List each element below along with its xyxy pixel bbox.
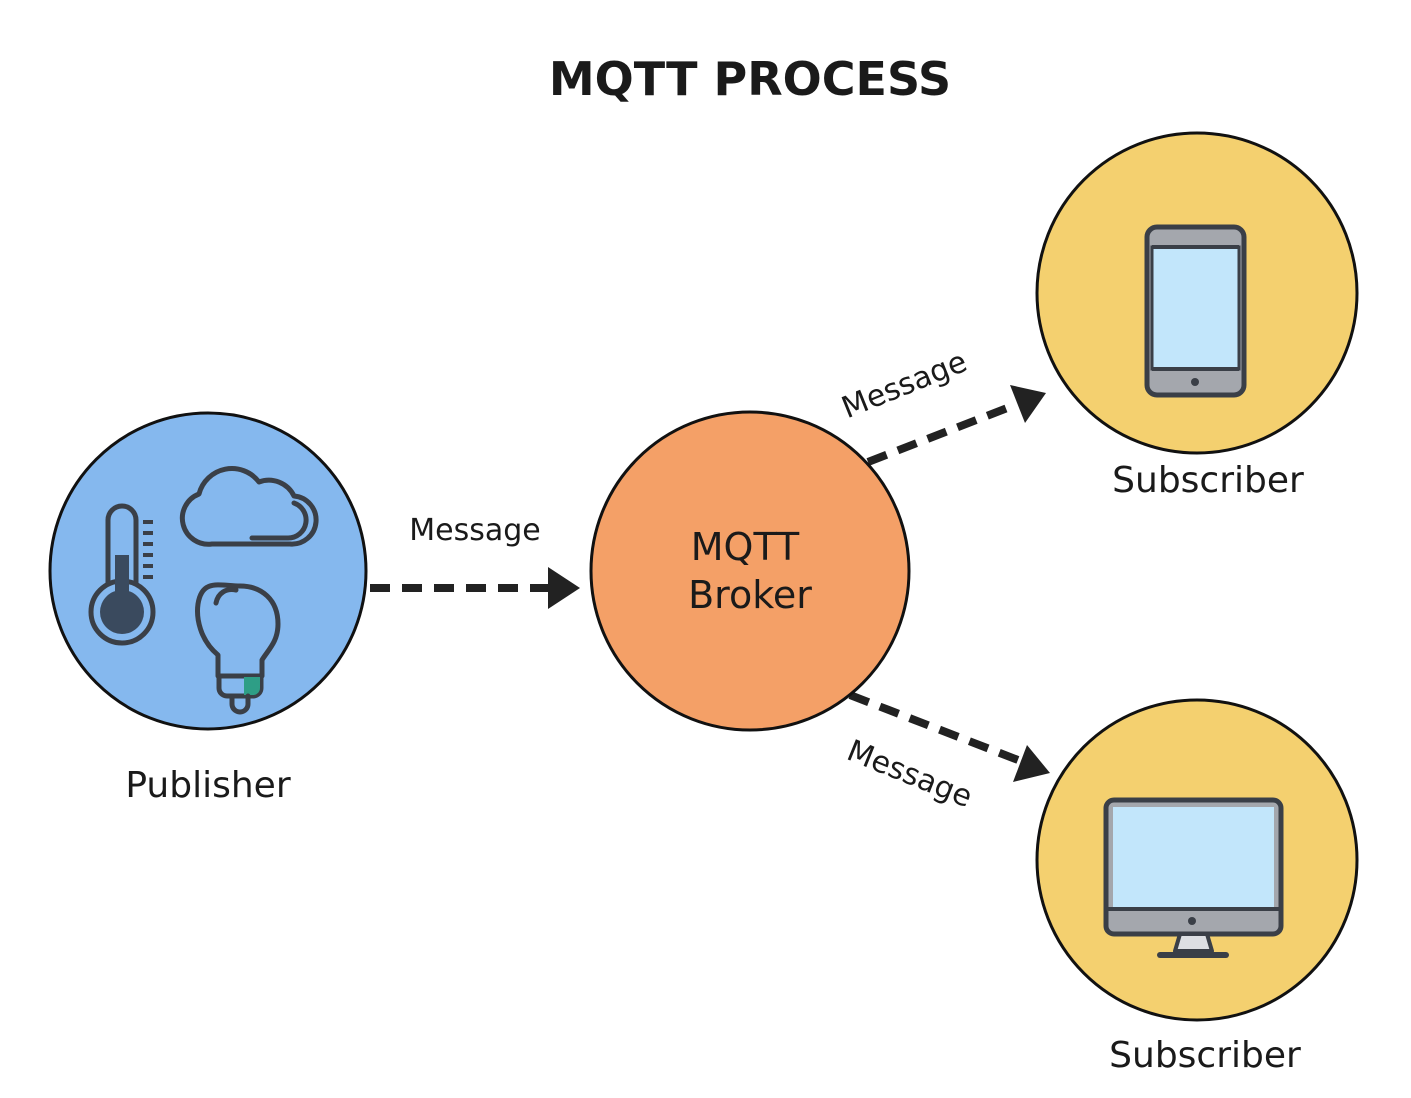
cloud-icon [179, 466, 319, 547]
broker-node: MQTT Broker [589, 410, 911, 732]
subscriber-node-top [1035, 131, 1359, 455]
publisher-circle [48, 411, 368, 731]
broker-label-line2: Broker [688, 573, 812, 617]
subscriber-label-bottom: Subscriber [1109, 1035, 1301, 1076]
publisher-node [48, 411, 368, 731]
thermometer-icon [88, 503, 156, 646]
diagram-title: MQTT PROCESS [549, 52, 951, 106]
publisher-label: Publisher [125, 765, 290, 806]
broker-label-line1: MQTT [691, 525, 800, 569]
message-label-subscriber-top: Message [837, 344, 972, 426]
subscriber-label-top: Subscriber [1112, 460, 1304, 501]
broker-circle [589, 410, 911, 732]
lightbulb-icon [195, 582, 281, 715]
tablet-icon [1144, 224, 1247, 398]
arrow-publisher-to-broker [370, 567, 580, 609]
message-label-subscriber-bottom: Message [842, 733, 977, 815]
message-label-publish: Message [409, 513, 540, 548]
subscriber-node-bottom [1035, 698, 1359, 1022]
arrow-broker-to-subscriber-top [866, 385, 1046, 466]
arrow-broker-to-subscriber-bottom [848, 691, 1050, 782]
desktop-monitor-icon [1103, 797, 1284, 958]
